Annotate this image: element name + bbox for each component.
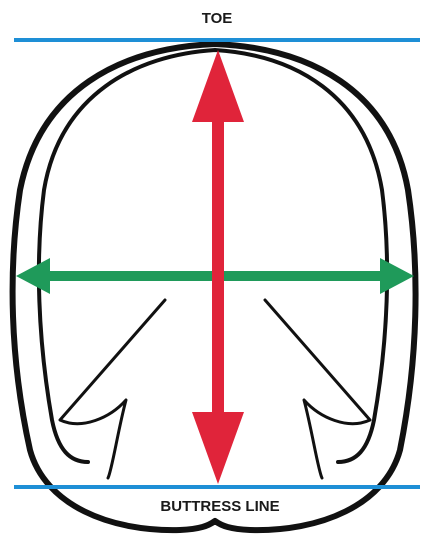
length-arrow: [192, 50, 244, 484]
left-bar-line: [60, 300, 165, 478]
width-arrow-left-head: [16, 258, 50, 294]
length-arrow-bottom-head: [192, 412, 244, 484]
toe-label: TOE: [202, 10, 233, 27]
length-arrow-top-head: [192, 50, 244, 122]
buttress-line-label: BUTTRESS LINE: [160, 498, 279, 515]
right-bar-line: [265, 300, 370, 478]
width-arrow-right-head: [380, 258, 414, 294]
